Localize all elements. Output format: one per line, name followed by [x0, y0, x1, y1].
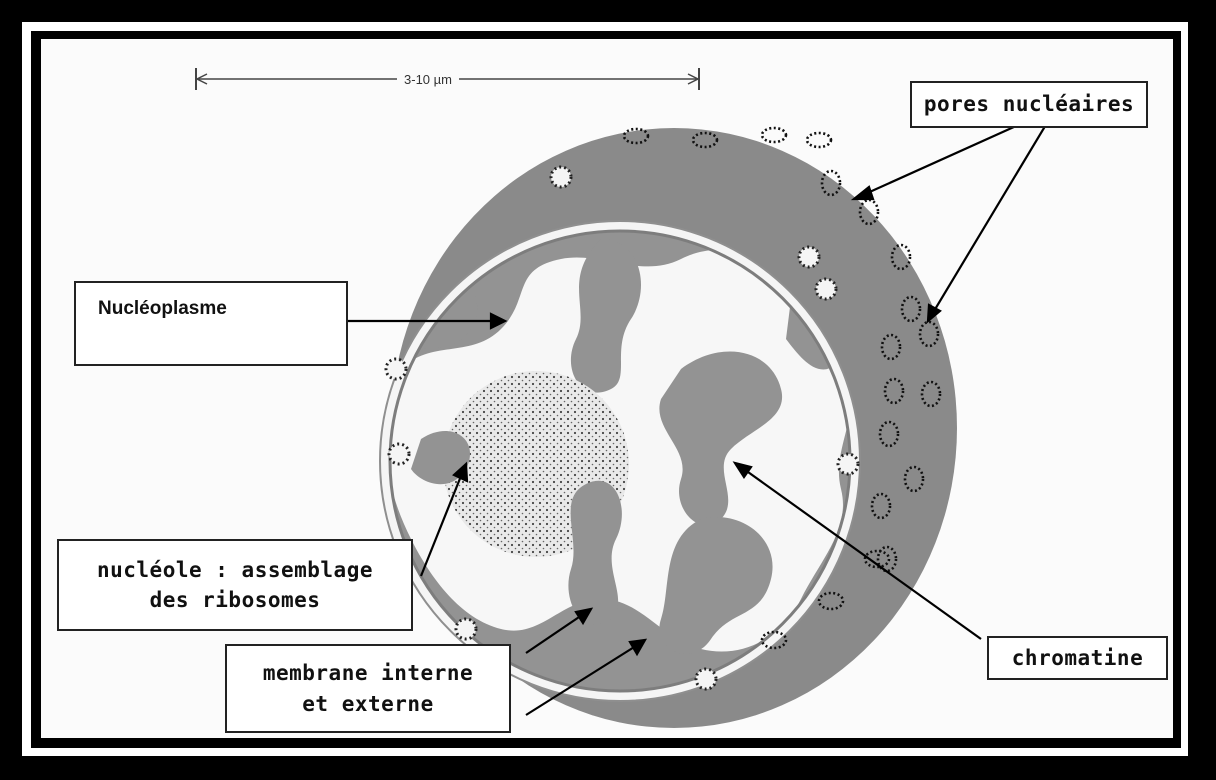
- pore: [838, 454, 858, 474]
- scale-label: 3-10 µm: [404, 72, 452, 87]
- arrowhead: [854, 187, 873, 199]
- pore: [799, 247, 819, 267]
- pore: [696, 669, 716, 689]
- pore: [456, 619, 476, 639]
- pore: [807, 133, 831, 147]
- diagram-canvas: 3-10 µm: [41, 39, 1173, 738]
- label-nucleole: nucléole : assemblage des ribosomes: [57, 539, 413, 631]
- label-nucleoplasme: Nucléoplasme: [74, 281, 348, 366]
- arrow-pores-2: [928, 108, 1056, 321]
- label-text-line2: des ribosomes: [150, 585, 321, 615]
- label-text-line1: nucléole : assemblage: [97, 555, 373, 585]
- pore: [816, 279, 836, 299]
- nucleus-diagram: 3-10 µm: [41, 39, 1173, 738]
- pore: [762, 128, 786, 142]
- pore: [551, 167, 571, 187]
- label-membrane: membrane interne et externe: [225, 644, 511, 733]
- scale-bar: 3-10 µm: [196, 68, 699, 90]
- label-text-line1: membrane interne: [263, 658, 473, 688]
- pore: [386, 359, 406, 379]
- label-text: chromatine: [1012, 643, 1143, 673]
- pore: [389, 444, 409, 464]
- label-text: pores nucléaires: [924, 89, 1134, 119]
- label-chromatine: chromatine: [987, 636, 1168, 680]
- label-text-line2: et externe: [302, 689, 433, 719]
- label-text: Nucléoplasme: [98, 295, 227, 323]
- label-pores-nucleaires: pores nucléaires: [910, 81, 1148, 128]
